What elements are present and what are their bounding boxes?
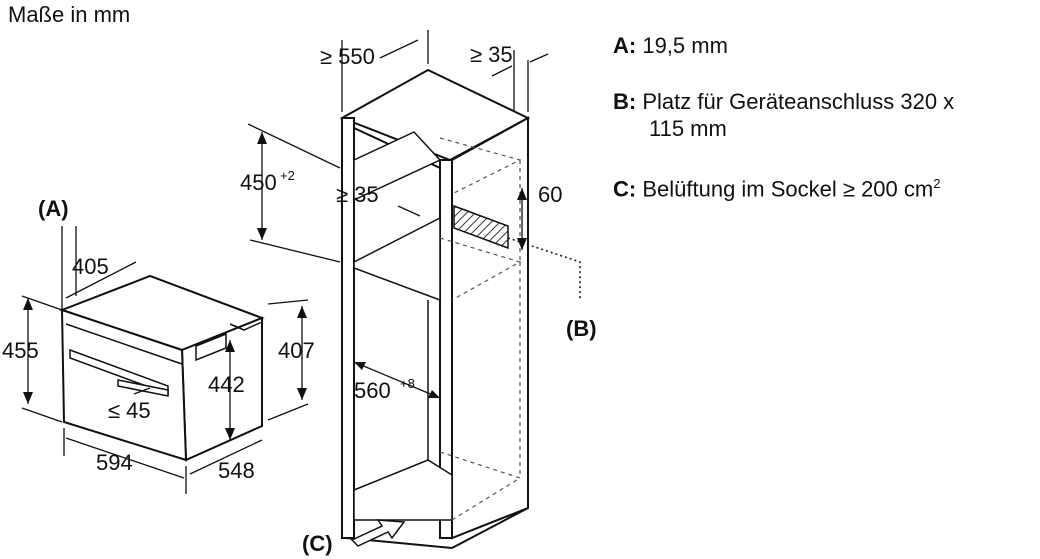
legend-text-c-sup: 2 [933,176,941,191]
legend-text-b-line1: Platz für Geräteanschluss 320 x [642,89,955,114]
callout-b: (B) [566,316,597,341]
dim-handle-depth: ≤ 45 [108,398,151,423]
dim-oven-body-depth: 405 [72,254,109,279]
dim-cabinet-depth: ≥ 550 [320,44,375,69]
niche-outline-dashed [439,137,522,521]
callout-c: (C) [302,531,333,556]
ventilation-arrow [350,519,406,547]
dim-oven-width: 594 [96,450,133,475]
dim-niche-height-tolerance: +2 [280,168,295,183]
dimension-arrowheads [23,132,527,440]
legend-item-c: C: Belüftung im Sockel ≥ 200 cm2 [613,170,940,202]
callout-a: (A) [38,196,69,221]
legend-key-c: C: [613,176,637,202]
dim-connection-height: 60 [538,182,562,207]
legend-text-c: Belüftung im Sockel ≥ 200 cm [642,176,934,202]
legend-key-b: B: [613,89,637,114]
dim-niche-width: 560 [354,378,391,403]
dim-niche-width-tolerance: +8 [400,376,415,391]
dim-rear-gap: ≥ 35 [470,42,513,67]
dimension-lines [21,30,549,494]
dim-oven-height: 455 [2,338,39,363]
connection-zone-b [453,204,509,250]
callout-b-leader [507,237,581,300]
legend-text-a: 19,5 mm [642,33,728,58]
units-caption: Maße in mm [8,2,131,27]
legend-item-a: A: 19,5 mm [613,32,728,59]
dim-shelf-gap: ≥ 35 [336,182,379,207]
dim-oven-depth: 548 [218,458,255,483]
dim-oven-body-height: 407 [278,338,315,363]
legend-key-a: A: [613,33,637,58]
dim-niche-height: 450 [240,170,277,195]
oven-drawing [59,274,265,462]
legend-text-b-line2: 115 mm [649,116,727,141]
cabinet-drawing [339,68,531,549]
dim-oven-front-height: 442 [208,372,245,397]
legend-item-b: B: Platz für Geräteanschluss 320 x 115 m… [613,88,1033,142]
